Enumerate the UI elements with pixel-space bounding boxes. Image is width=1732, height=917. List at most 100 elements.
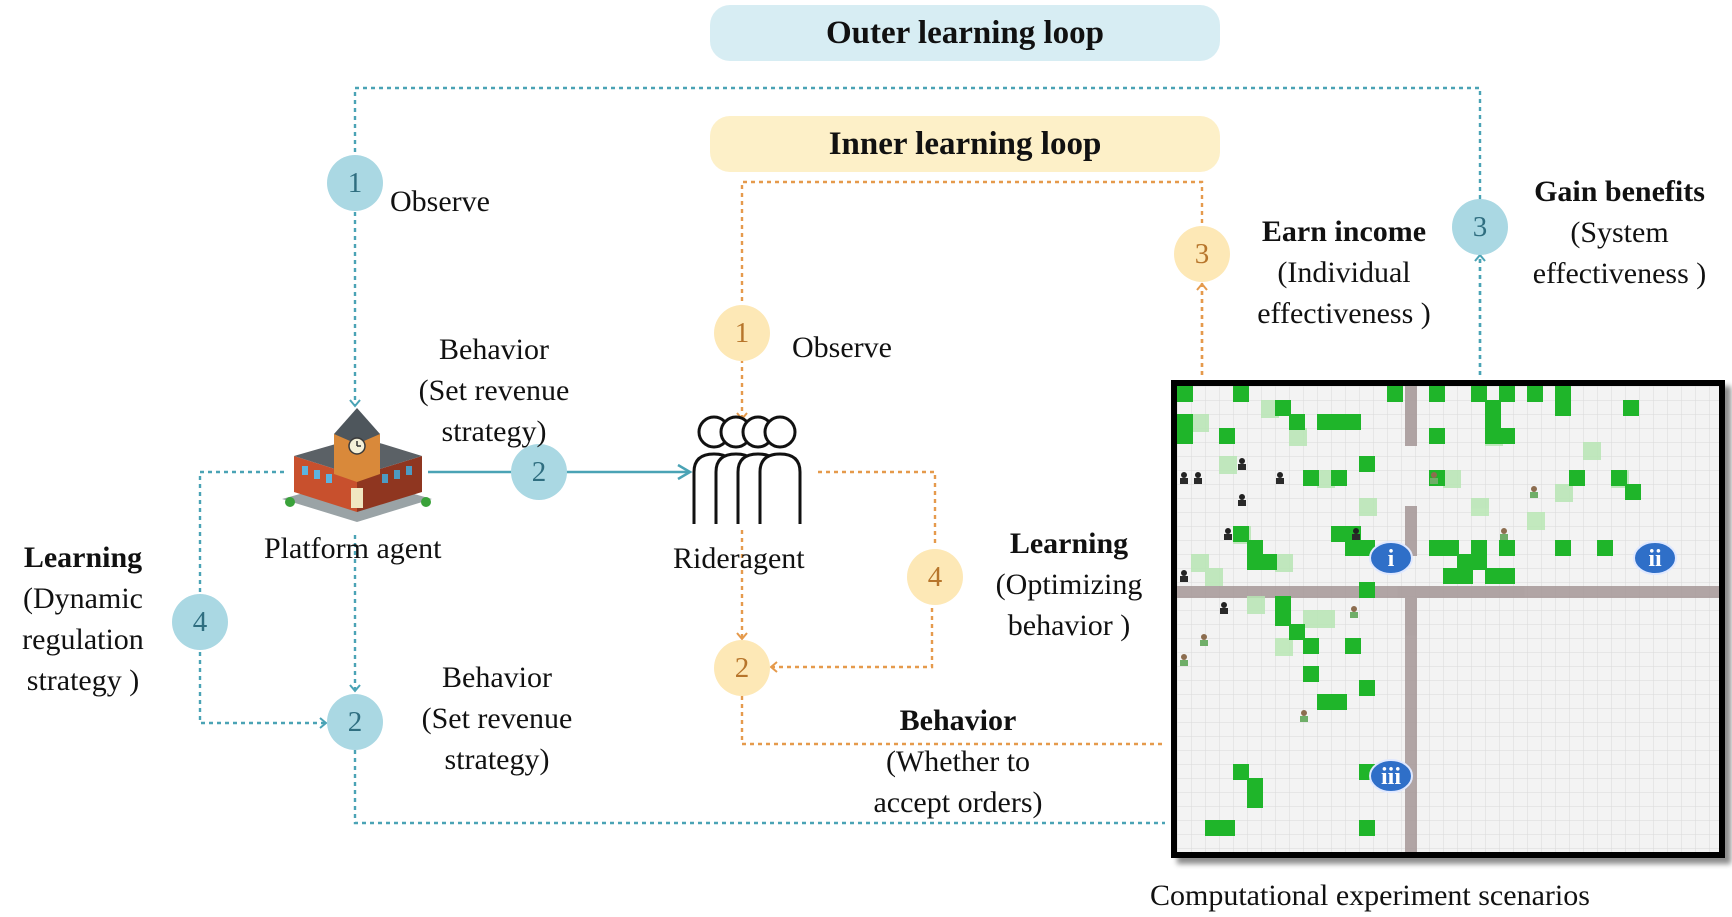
building-cell <box>1247 778 1263 794</box>
building-cell <box>1485 568 1501 584</box>
building-cell <box>1597 540 1613 556</box>
rider-agent-icon <box>1352 528 1360 540</box>
outer-observe-label: Observe <box>390 185 490 218</box>
building-cell <box>1611 470 1627 486</box>
outer-bottom-line <box>353 750 1165 825</box>
rider-agent-label: Rideragent <box>673 542 805 575</box>
light-cell <box>1359 498 1377 516</box>
behavior-title: Behavior <box>439 333 549 366</box>
building-cell <box>1205 820 1221 836</box>
outer-step-2-arrow-number: 2 <box>531 456 547 488</box>
rider-group-icon <box>692 415 802 524</box>
road-vertical-top <box>1405 386 1417 446</box>
gain-benefits-detail-2: effectiveness ) <box>1532 257 1707 290</box>
inner-step-2-number: 2 <box>734 652 750 684</box>
dynamic-learning-detail-3: strategy ) <box>26 664 140 697</box>
inner-observe-label: Observe <box>792 331 892 364</box>
behavior-detail-1: (Set revenue <box>421 702 573 735</box>
accept-orders-title: Behavior <box>899 704 1017 737</box>
platform-building-icon <box>282 408 432 522</box>
outer-loop-title: Outer learning loop <box>825 15 1105 51</box>
rider-agent-icon <box>1220 602 1228 614</box>
building-cell <box>1345 414 1361 430</box>
outer-step-2-node-circle: 2 <box>327 694 383 750</box>
building-cell <box>1317 414 1333 430</box>
building-cell <box>1233 526 1249 542</box>
outer-loop-banner: Outer learning loop <box>710 5 1220 61</box>
building-cell <box>1485 400 1501 416</box>
inner-learning-back-line <box>769 600 934 673</box>
inner-loop-banner: Inner learning loop <box>710 116 1220 172</box>
light-cell <box>1443 470 1461 488</box>
customer-icon <box>1200 634 1208 646</box>
outer-step-1-number: 1 <box>347 167 363 199</box>
building-cell <box>1429 428 1445 444</box>
building-cell <box>1443 568 1459 584</box>
building-cell <box>1233 386 1249 402</box>
light-cell <box>1317 470 1335 488</box>
building-cell <box>1177 428 1193 444</box>
building-cell <box>1345 638 1361 654</box>
building-cell <box>1331 414 1347 430</box>
inner-loop-title: Inner learning loop <box>828 126 1102 162</box>
light-cell <box>1191 554 1209 572</box>
outer-step-2-arrow-circle: 2 <box>511 444 567 500</box>
building-cell <box>1359 582 1375 598</box>
building-cell <box>1485 428 1501 444</box>
light-cell <box>1317 610 1335 628</box>
building-cell <box>1247 792 1263 808</box>
building-cell <box>1625 484 1641 500</box>
building-cell <box>1317 694 1333 710</box>
building-cell <box>1443 540 1459 556</box>
scenario-marker-label: iii <box>1381 764 1401 790</box>
customer-icon <box>1180 654 1188 666</box>
accept-orders-label: Behavior (Whether to accept orders) <box>843 700 1073 823</box>
inner-learning-top-line <box>818 470 937 545</box>
inner-step-4-number: 4 <box>927 561 943 593</box>
scenario-marker-i: i <box>1369 541 1413 575</box>
customer-icon <box>1500 528 1508 540</box>
rider-agent-icon <box>1180 570 1188 582</box>
building-cell <box>1303 638 1319 654</box>
building-cell <box>1177 386 1193 402</box>
building-cell <box>1485 414 1501 430</box>
scenario-marker-iii: iii <box>1369 759 1413 793</box>
building-cell <box>1499 428 1515 444</box>
building-cell <box>1275 610 1291 626</box>
light-cell <box>1289 428 1307 446</box>
earn-income-label: Earn income (Individual effectiveness ) <box>1235 211 1453 334</box>
optimizing-learning-title: Learning <box>1009 527 1129 560</box>
inner-step-1-number: 1 <box>734 317 750 349</box>
building-cell <box>1177 414 1193 430</box>
building-cell <box>1499 386 1515 402</box>
dynamic-learning-detail-2: regulation <box>22 623 144 656</box>
building-cell <box>1429 540 1445 556</box>
scenario-marker-label: ii <box>1648 546 1662 572</box>
building-cell <box>1331 470 1347 486</box>
rider-agent-icon <box>1238 458 1246 470</box>
inner-step-3-number: 3 <box>1194 238 1210 270</box>
accept-orders-detail-1: (Whether to <box>885 745 1031 778</box>
light-cell <box>1275 554 1293 572</box>
scenario-caption: Computational experiment scenarios <box>1150 879 1590 912</box>
gain-benefits-title: Gain benefits <box>1534 175 1705 208</box>
building-cell <box>1569 470 1585 486</box>
outer-behavior-node-label: Behavior (Set revenue strategy) <box>397 657 597 780</box>
outer-step-3-number: 3 <box>1472 211 1488 243</box>
rider-agent-icon <box>1180 472 1188 484</box>
building-cell <box>1219 428 1235 444</box>
light-cell <box>1261 400 1279 418</box>
building-cell <box>1331 526 1347 542</box>
building-cell <box>1331 694 1347 710</box>
building-cell <box>1345 540 1361 556</box>
building-cell <box>1219 820 1235 836</box>
outer-step-3-circle: 3 <box>1452 199 1508 255</box>
gain-benefits-detail-1: (System <box>1570 216 1669 249</box>
customer-icon <box>1430 472 1438 484</box>
building-cell <box>1457 554 1473 570</box>
outer-top-line <box>353 86 1482 375</box>
building-cell <box>1429 386 1445 402</box>
building-cell <box>1247 554 1263 570</box>
